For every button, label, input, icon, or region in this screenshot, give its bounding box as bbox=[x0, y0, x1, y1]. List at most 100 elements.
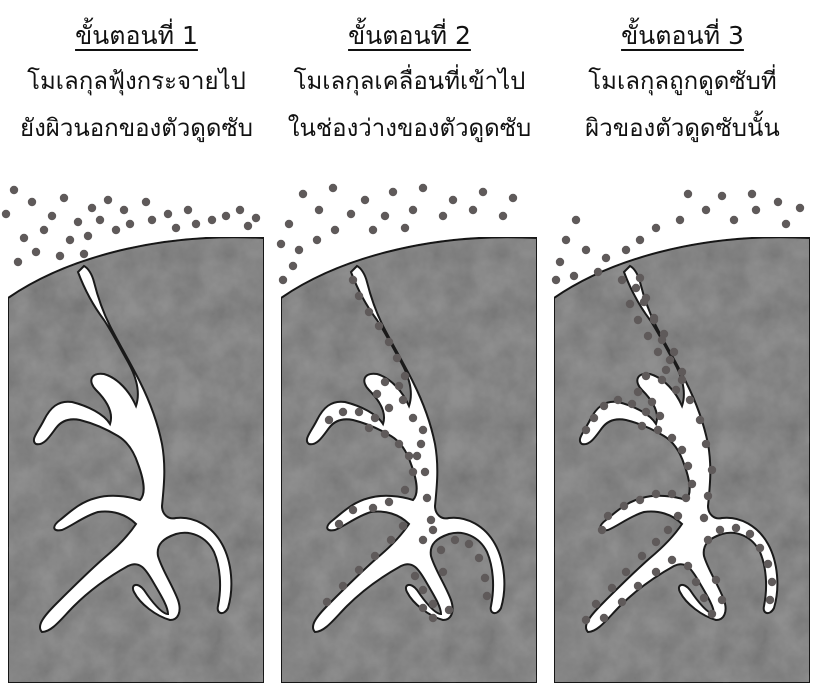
step-2-title: ขั้นตอนที่ 2 bbox=[273, 14, 546, 58]
molecule bbox=[279, 276, 287, 284]
step-1-title: ขั้นตอนที่ 1 bbox=[0, 14, 273, 58]
molecule bbox=[419, 586, 427, 594]
step-2-line-2: ในช่องว่างของตัวดูดซับ bbox=[273, 105, 546, 152]
molecule bbox=[409, 468, 417, 476]
molecule bbox=[14, 258, 22, 266]
molecule bbox=[419, 426, 427, 434]
molecule bbox=[764, 560, 772, 568]
molecule bbox=[373, 390, 381, 398]
molecule bbox=[80, 250, 88, 258]
molecule bbox=[678, 368, 686, 376]
molecule bbox=[556, 258, 564, 266]
molecule bbox=[662, 366, 670, 374]
molecule bbox=[20, 234, 28, 242]
molecule bbox=[419, 184, 427, 192]
molecule bbox=[582, 616, 590, 624]
molecule bbox=[481, 574, 489, 582]
molecule bbox=[104, 196, 112, 204]
molecule bbox=[716, 526, 724, 534]
molecule bbox=[355, 292, 363, 300]
molecule bbox=[417, 440, 425, 448]
molecule bbox=[423, 494, 431, 502]
molecule bbox=[622, 568, 630, 576]
molecule bbox=[84, 232, 92, 240]
molecule bbox=[552, 276, 560, 284]
molecule bbox=[718, 192, 726, 200]
molecule bbox=[409, 206, 417, 214]
molecule bbox=[395, 440, 403, 448]
molecule bbox=[120, 206, 128, 214]
molecule bbox=[48, 212, 56, 220]
molecule bbox=[652, 224, 660, 232]
molecule bbox=[339, 408, 347, 416]
molecule bbox=[184, 206, 192, 214]
step-1-line-1: โมเลกุลฟุ้งกระจายไป bbox=[0, 58, 273, 105]
molecule bbox=[381, 430, 389, 438]
molecule bbox=[208, 216, 216, 224]
molecule bbox=[349, 506, 357, 514]
molecule bbox=[339, 582, 347, 590]
molecule bbox=[648, 398, 656, 406]
molecule bbox=[289, 262, 297, 270]
step-2-illustration bbox=[273, 180, 546, 683]
molecule bbox=[656, 412, 664, 420]
molecule bbox=[668, 556, 676, 564]
molecule bbox=[277, 240, 285, 248]
molecule bbox=[172, 224, 180, 232]
molecule bbox=[718, 596, 726, 604]
molecule bbox=[142, 198, 150, 206]
molecule bbox=[678, 376, 686, 384]
molecule bbox=[582, 246, 590, 254]
molecule bbox=[2, 210, 10, 218]
molecule bbox=[369, 504, 377, 512]
molecule bbox=[652, 538, 660, 546]
molecule bbox=[650, 316, 658, 324]
molecule bbox=[421, 468, 429, 476]
molecule bbox=[88, 204, 96, 212]
molecule bbox=[684, 190, 692, 198]
molecule bbox=[451, 536, 459, 544]
molecule bbox=[708, 610, 716, 618]
molecule bbox=[628, 400, 636, 408]
molecule bbox=[638, 422, 646, 430]
molecule bbox=[590, 414, 598, 422]
molecule bbox=[439, 212, 447, 220]
molecule bbox=[652, 490, 660, 498]
step-1-illustration bbox=[0, 180, 273, 683]
molecule bbox=[582, 426, 590, 434]
molecule bbox=[369, 226, 377, 234]
molecule bbox=[654, 426, 662, 434]
molecule bbox=[658, 336, 666, 344]
molecule bbox=[483, 592, 491, 600]
molecule bbox=[608, 584, 616, 592]
molecule bbox=[730, 216, 738, 224]
molecule bbox=[439, 568, 447, 576]
step-3-panel: ขั้นตอนที่ 3 โมเลกุลถูกดูดซับที่ ผิวของต… bbox=[546, 0, 819, 683]
molecule bbox=[401, 486, 409, 494]
molecule bbox=[684, 562, 692, 570]
molecule bbox=[355, 408, 363, 416]
molecule bbox=[244, 222, 252, 230]
molecule bbox=[148, 216, 156, 224]
molecule bbox=[401, 224, 409, 232]
molecule bbox=[704, 492, 712, 500]
molecule bbox=[499, 212, 507, 220]
step-3-caption: ขั้นตอนที่ 3 โมเลกุลถูกดูดซับที่ ผิวของต… bbox=[546, 14, 819, 152]
molecule bbox=[678, 446, 686, 454]
molecule bbox=[620, 502, 628, 510]
molecule bbox=[509, 194, 517, 202]
molecule bbox=[405, 452, 413, 460]
molecule bbox=[672, 386, 680, 394]
molecule bbox=[409, 414, 417, 422]
molecule bbox=[670, 348, 678, 356]
molecule bbox=[40, 226, 48, 234]
molecule bbox=[712, 576, 720, 584]
molecule bbox=[222, 212, 230, 220]
molecule bbox=[252, 214, 260, 222]
molecule bbox=[375, 322, 383, 330]
molecule bbox=[385, 498, 393, 506]
molecule bbox=[632, 284, 640, 292]
molecule bbox=[638, 552, 646, 560]
molecule bbox=[562, 236, 570, 244]
molecule bbox=[692, 578, 700, 586]
